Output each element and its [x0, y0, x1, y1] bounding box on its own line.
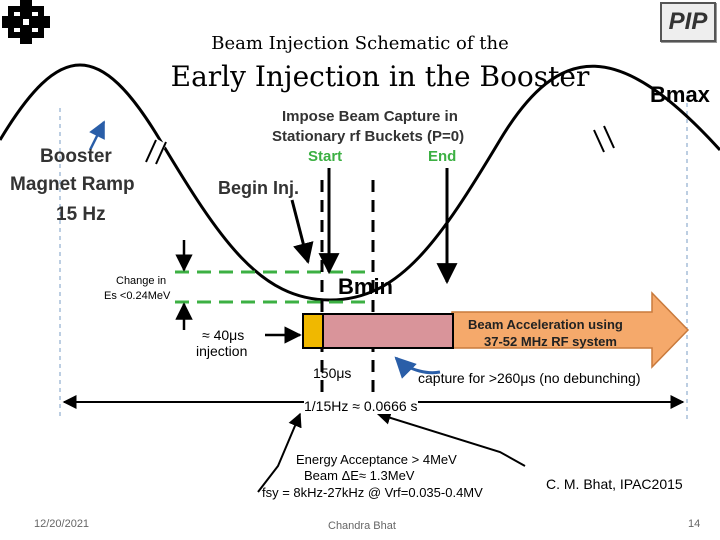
fermilab-logo-icon — [2, 0, 50, 44]
es-change-line1: Change in — [116, 275, 167, 287]
injection-box — [302, 313, 324, 349]
magnet-ramp-curve — [0, 63, 720, 302]
curve-break-left — [145, 138, 167, 165]
period-label: 1/15Hz ≈ 0.0666 s — [304, 398, 418, 414]
ramp-pointer-arrow — [88, 120, 106, 151]
begin-injection-label: Begin Inj. — [218, 178, 299, 198]
bmax-label: Bmax — [650, 82, 710, 107]
energy-acceptance-line2: Beam ΔE≈ 1.3MeV — [304, 468, 415, 483]
footer-date: 12/20/2021 — [34, 518, 90, 530]
slide-subtitle: Beam Injection Schematic of the — [211, 33, 509, 54]
capture-box — [322, 313, 454, 349]
capture-title-line2: Stationary rf Buckets (P=0) — [272, 128, 465, 145]
bmin-label: Bmin — [338, 274, 393, 299]
energy-acceptance-line3: fsy = 8kHz-27kHz @ Vrf=0.035-0.4MV — [262, 485, 483, 500]
energy-acceptance-line1: Energy Acceptance > 4MeV — [296, 452, 457, 467]
injection-duration-line2: injection — [196, 343, 248, 359]
ramp-label-line1: Booster — [40, 146, 112, 167]
curve-break-right — [592, 125, 615, 153]
es-change-line2: Es <0.24MeV — [104, 290, 171, 302]
vertical-guide-lines — [59, 95, 688, 420]
slide-title: Early Injection in the Booster — [170, 60, 590, 93]
capture-duration-label: capture for >260μs (no debunching) — [418, 370, 641, 386]
citation: C. M. Bhat, IPAC2015 — [546, 476, 683, 492]
injection-duration-line1: ≈ 40μs — [202, 327, 245, 343]
page-number: 14 — [688, 518, 701, 530]
end-label: End — [428, 148, 457, 165]
acceleration-label-line1: Beam Acceleration using — [468, 317, 623, 332]
acceleration-arrow — [451, 291, 690, 369]
ramp-label-line2: Magnet Ramp — [10, 174, 135, 195]
ramp-label-line3: 15 Hz — [56, 204, 106, 225]
energy-pointer-arrows — [257, 411, 526, 493]
capture-time-label: 150μs — [313, 365, 352, 381]
pointer-arrows — [290, 168, 458, 285]
footer-author: Chandra Bhat — [328, 520, 396, 532]
timing-markers — [320, 180, 375, 420]
start-label: Start — [308, 148, 343, 165]
pip-logo: PIP — [660, 2, 716, 42]
capture-title-line1: Impose Beam Capture in — [282, 108, 458, 125]
capture-curved-arrow — [394, 356, 441, 379]
acceleration-label-line2: 37-52 MHz RF system — [484, 334, 617, 349]
